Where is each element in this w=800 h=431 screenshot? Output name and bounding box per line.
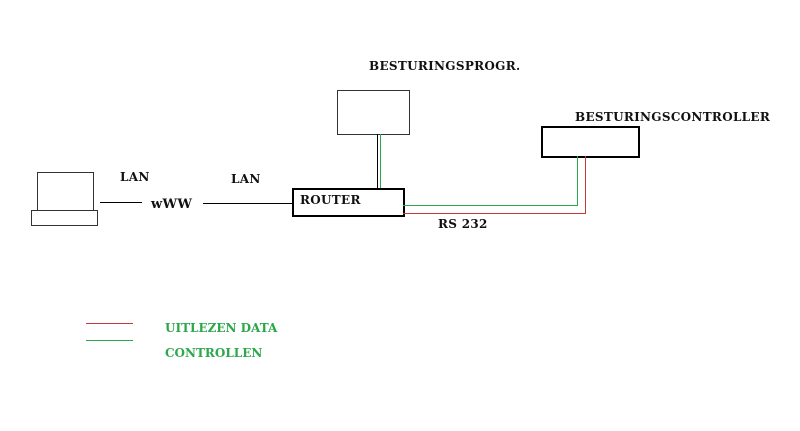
lan-label-right: LAN bbox=[231, 172, 261, 186]
rs232-line-red-h bbox=[403, 213, 586, 214]
lan-label-left: LAN bbox=[120, 170, 150, 184]
controller-box bbox=[541, 126, 640, 158]
legend-red-label: UITLEZEN DATA bbox=[165, 321, 278, 335]
www-label: wWW bbox=[151, 197, 193, 212]
laptop-base bbox=[31, 210, 98, 226]
lan-line-right bbox=[203, 203, 293, 204]
legend-green-label: CONTROLLEN bbox=[165, 346, 263, 360]
program-label: BESTURINGSPROGR. bbox=[369, 59, 521, 73]
program-line-black bbox=[377, 134, 378, 188]
lan-line-left bbox=[100, 202, 142, 203]
controller-label: BESTURINGSCONTROLLER bbox=[575, 110, 771, 124]
program-box bbox=[337, 90, 410, 135]
rs232-line-green-h bbox=[403, 205, 578, 206]
legend-red-line bbox=[86, 323, 133, 324]
router-box bbox=[292, 188, 405, 217]
rs232-label: RS 232 bbox=[438, 217, 488, 231]
legend-green-line bbox=[86, 340, 133, 341]
program-line-green bbox=[380, 134, 381, 188]
laptop-screen bbox=[37, 172, 94, 212]
rs232-line-green-v bbox=[577, 156, 578, 206]
router-label: ROUTER bbox=[300, 193, 361, 207]
rs232-line-red-v bbox=[585, 156, 586, 214]
